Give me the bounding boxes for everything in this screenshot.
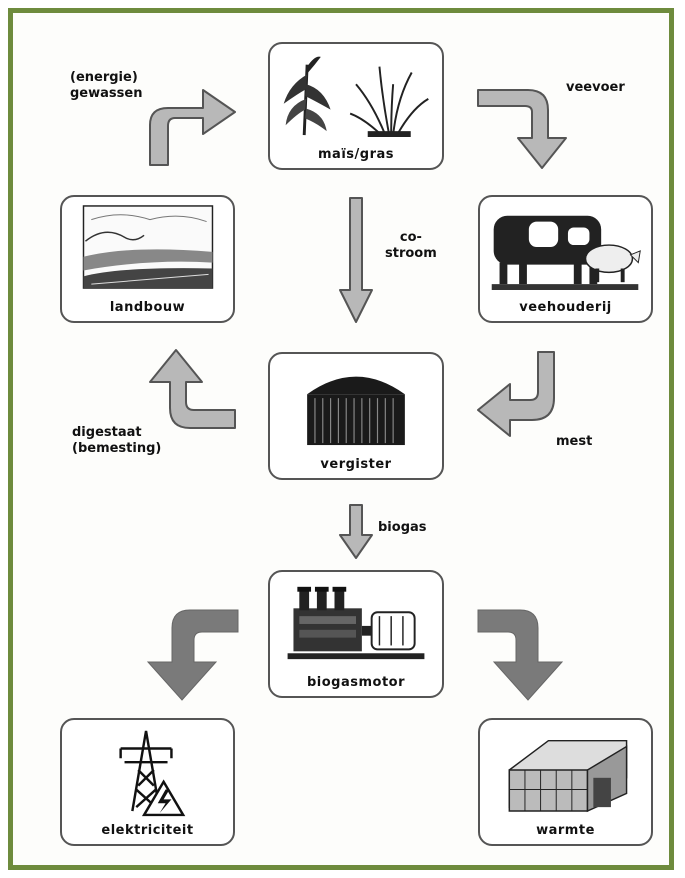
flow-label-co-stream: co- stroom bbox=[385, 230, 437, 261]
flow-label-digestate: digestaat (bemesting) bbox=[72, 425, 162, 456]
heat-arrow bbox=[477, 609, 564, 701]
node-digester-label: vergister bbox=[320, 457, 392, 472]
digestate-arrow bbox=[149, 349, 236, 429]
power-pylon-icon bbox=[119, 730, 186, 817]
node-engine: biogasmotor bbox=[268, 570, 444, 698]
node-livestock-label: veehouderij bbox=[519, 300, 612, 315]
node-farming: landbouw bbox=[60, 195, 235, 323]
node-electricity-label: elektriciteit bbox=[101, 823, 194, 838]
manure-arrow bbox=[477, 351, 555, 437]
node-crops: maïs/gras bbox=[268, 42, 444, 170]
engine-illustration bbox=[287, 586, 425, 660]
biogas-arrow bbox=[339, 504, 373, 559]
feed-arrow bbox=[477, 89, 567, 169]
node-digester: vergister bbox=[268, 352, 444, 480]
node-crops-label: maïs/gras bbox=[318, 147, 394, 162]
digester-illustration bbox=[307, 376, 405, 446]
crops-illustration bbox=[283, 56, 429, 137]
node-livestock: veehouderij bbox=[478, 195, 653, 323]
electricity-arrow bbox=[146, 609, 239, 701]
livestock-illustration bbox=[491, 215, 641, 290]
flow-label-manure: mest bbox=[556, 434, 593, 449]
flow-label-energy-crops: (energie) gewassen bbox=[70, 70, 143, 101]
node-heat-label: warmte bbox=[536, 823, 595, 838]
flow-label-feed: veevoer bbox=[566, 80, 625, 95]
flow-label-biogas: biogas bbox=[378, 520, 427, 535]
node-electricity: elektriciteit bbox=[60, 718, 235, 846]
co-stream-arrow bbox=[339, 197, 373, 323]
node-farming-label: landbouw bbox=[109, 300, 186, 315]
greenhouse-icon bbox=[508, 739, 628, 813]
node-heat: warmte bbox=[478, 718, 653, 846]
energy-crops-arrow bbox=[149, 89, 236, 166]
node-engine-label: biogasmotor bbox=[306, 675, 406, 690]
landscape-illustration bbox=[82, 205, 214, 289]
